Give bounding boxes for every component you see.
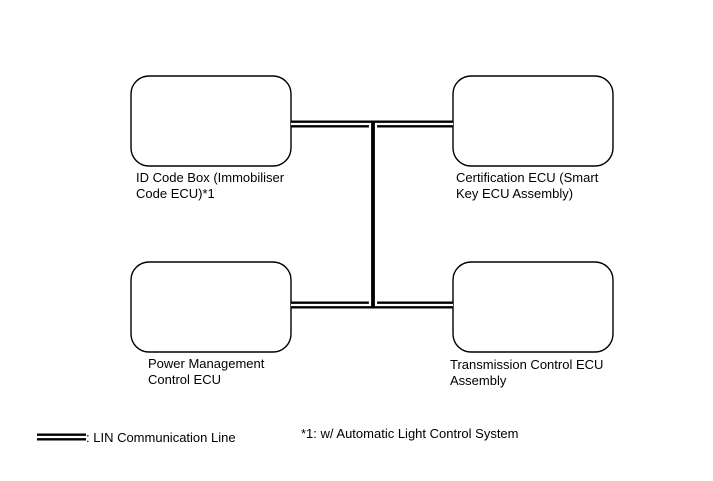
certification-ecu-label-line2: Key ECU Assembly) xyxy=(456,186,574,201)
certification-ecu-label-line1: Certification ECU (Smart xyxy=(456,170,599,185)
footnote-text: *1: w/ Automatic Light Control System xyxy=(301,426,519,441)
id-code-box-label-line2: Code ECU)*1 xyxy=(136,186,215,201)
certification-ecu-node xyxy=(452,75,614,167)
transmission-control-label-line1: Transmission Control ECU xyxy=(450,357,604,372)
id-code-box-label: ID Code Box (Immobiliser Code ECU)*1 xyxy=(136,170,284,202)
transmission-control-label-line2: Assembly xyxy=(450,373,507,388)
power-management-label: Power Management Control ECU xyxy=(148,356,264,388)
power-management-label-line2: Control ECU xyxy=(148,372,221,387)
transmission-control-node xyxy=(452,261,614,353)
power-management-label-line1: Power Management xyxy=(148,356,265,371)
power-management-node xyxy=(130,261,292,353)
lin-line-legend-label: : LIN Communication Line xyxy=(86,430,236,445)
certification-ecu-label: Certification ECU (Smart Key ECU Assembl… xyxy=(456,170,598,202)
lin-communication-bus xyxy=(291,120,453,309)
id-code-box-label-line1: ID Code Box (Immobiliser xyxy=(136,170,285,185)
id-code-box-node xyxy=(130,75,292,167)
transmission-control-label: Transmission Control ECU Assembly xyxy=(450,357,603,389)
